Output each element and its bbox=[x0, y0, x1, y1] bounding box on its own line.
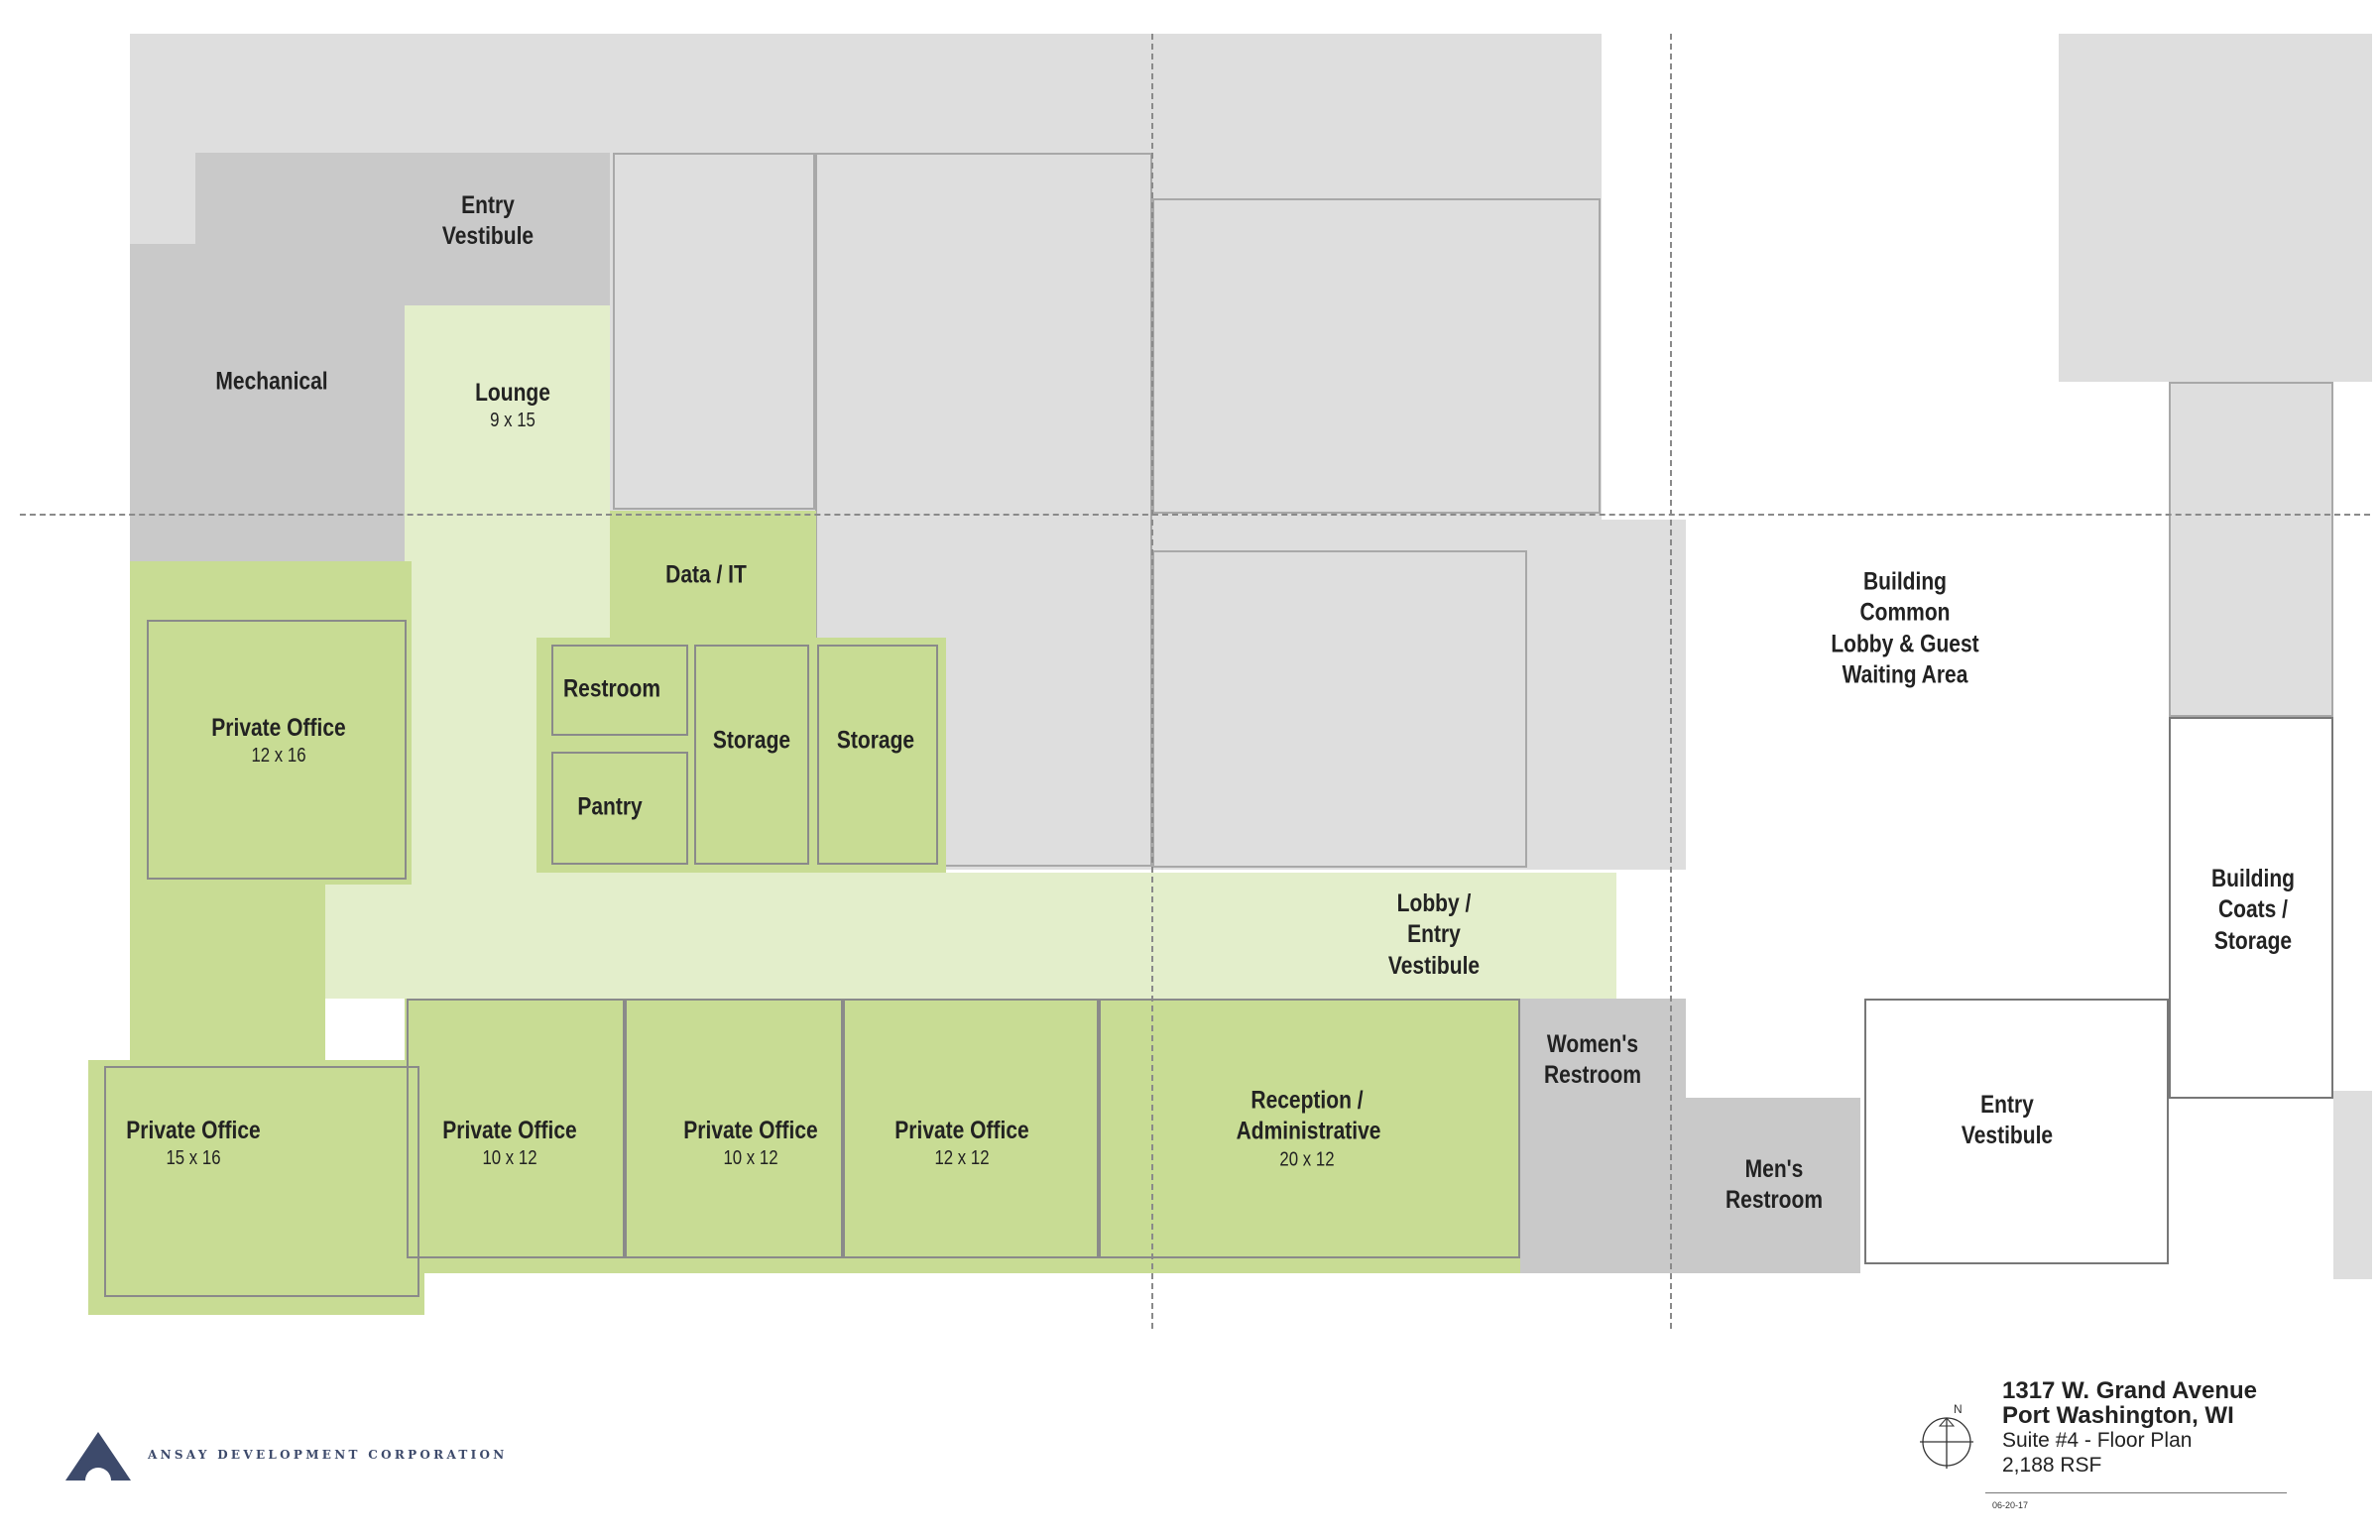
room-label-lounge: Lounge 9 x 15 bbox=[468, 378, 557, 433]
restroom-pantry-storage-area bbox=[536, 638, 946, 873]
existing-building-area-right bbox=[2059, 34, 2372, 382]
room-size: 20 x 12 bbox=[1279, 1147, 1335, 1170]
coats-storage-wall bbox=[2169, 717, 2333, 1099]
room-name: Building Common Lobby & Guest Waiting Ar… bbox=[1831, 567, 1979, 689]
room-name: Entry Vestibule bbox=[441, 190, 535, 250]
room-name: Storage bbox=[712, 726, 791, 755]
room-label-building-common-lobby: Building Common Lobby & Guest Waiting Ar… bbox=[1811, 567, 1999, 691]
address-line-2: Port Washington, WI bbox=[2002, 1402, 2234, 1429]
room-label-mens-restroom: Men's Restroom bbox=[1715, 1154, 1834, 1217]
room-size: 10 x 12 bbox=[723, 1147, 778, 1170]
room-wall bbox=[817, 645, 938, 865]
plan-date: 06-20-17 bbox=[1992, 1500, 2029, 1510]
room-size: 12 x 16 bbox=[251, 745, 306, 768]
plan-name: Suite #4 - Floor Plan bbox=[2002, 1429, 2193, 1452]
room-size: 9 x 15 bbox=[490, 410, 536, 432]
grid-line bbox=[1670, 34, 1672, 1329]
company-name: ANSAY DEVELOPMENT CORPORATION bbox=[148, 1448, 508, 1462]
existing-wall bbox=[1152, 550, 1527, 868]
room-label-pantry: Pantry bbox=[571, 791, 649, 822]
address-line-1: 1317 W. Grand Avenue bbox=[2002, 1377, 2257, 1404]
room-wall bbox=[551, 752, 688, 865]
north-arrow-icon bbox=[1920, 1417, 1973, 1469]
room-name: Entry Vestibule bbox=[1961, 1090, 2054, 1149]
room-label-building-coats-storage: Building Coats / Storage bbox=[2199, 864, 2308, 957]
room-label-private-office: Private Office 10 x 12 bbox=[670, 1116, 830, 1171]
room-name: Building Coats / Storage bbox=[2211, 865, 2295, 955]
room-label-private-office: Private Office 15 x 16 bbox=[113, 1116, 273, 1171]
room-name: Restroom bbox=[562, 674, 661, 703]
room-name: Storage bbox=[836, 726, 915, 755]
building-lobby-wall bbox=[1602, 34, 2058, 520]
room-name: Pantry bbox=[577, 792, 643, 821]
room-wall bbox=[551, 645, 688, 736]
room-wall bbox=[625, 999, 843, 1258]
rentable-area: 2,188 RSF bbox=[2002, 1454, 2102, 1477]
womens-restroom-area bbox=[1520, 999, 1686, 1273]
room-wall bbox=[1099, 999, 1520, 1258]
room-name: Private Office bbox=[126, 1116, 261, 1144]
room-label-storage: Storage bbox=[829, 725, 921, 756]
title-divider bbox=[1985, 1492, 2287, 1493]
room-label-data-it: Data / IT bbox=[657, 559, 754, 590]
room-name: Mechanical bbox=[215, 367, 328, 396]
room-label-womens-restroom: Women's Restroom bbox=[1533, 1029, 1652, 1092]
existing-building-area-right bbox=[2169, 382, 2333, 717]
existing-building-area-right bbox=[2333, 1091, 2372, 1279]
north-label: N bbox=[1954, 1402, 1963, 1416]
mechanical-area bbox=[130, 244, 405, 564]
room-name: Private Office bbox=[894, 1116, 1029, 1144]
existing-wall bbox=[2169, 382, 2333, 717]
room-name: Lounge bbox=[475, 378, 550, 407]
room-label-entry-vestibule: Entry Vestibule bbox=[418, 190, 557, 253]
room-label-private-office: Private Office 10 x 12 bbox=[429, 1116, 589, 1171]
private-office-area bbox=[130, 885, 325, 1060]
data-it-area bbox=[610, 511, 816, 638]
room-wall bbox=[694, 645, 809, 865]
room-name: Data / IT bbox=[665, 560, 747, 589]
room-name: Women's Restroom bbox=[1543, 1029, 1642, 1089]
office-row-area bbox=[405, 999, 1520, 1273]
room-name: Private Office bbox=[442, 1116, 577, 1144]
private-office-area bbox=[130, 561, 412, 885]
room-label-lobby-entry-vestibule: Lobby / Entry Vestibule bbox=[1365, 888, 1503, 982]
room-label-storage: Storage bbox=[705, 725, 797, 756]
room-label-restroom: Restroom bbox=[554, 673, 670, 704]
room-name: Private Office bbox=[683, 1116, 818, 1144]
existing-wall bbox=[613, 153, 815, 510]
existing-wall bbox=[1152, 198, 1601, 514]
ansay-logo-icon bbox=[65, 1432, 131, 1481]
room-wall bbox=[147, 620, 407, 880]
room-label-entry-vestibule: Entry Vestibule bbox=[1948, 1090, 2067, 1152]
room-wall bbox=[104, 1066, 419, 1297]
room-size: 10 x 12 bbox=[482, 1147, 537, 1170]
lobby-corridor-area bbox=[325, 873, 1616, 999]
room-label-mechanical: Mechanical bbox=[205, 366, 339, 397]
grid-line bbox=[1151, 34, 1153, 1329]
grid-line bbox=[20, 514, 2370, 516]
room-name: Men's Restroom bbox=[1725, 1154, 1824, 1214]
room-label-private-office: Private Office 12 x 12 bbox=[882, 1116, 1041, 1171]
room-wall bbox=[1864, 999, 2169, 1264]
private-office-area bbox=[88, 1060, 424, 1315]
room-name: Reception / Administrative bbox=[1236, 1086, 1381, 1145]
room-wall bbox=[843, 999, 1099, 1258]
room-name: Private Office bbox=[211, 713, 346, 742]
room-wall bbox=[407, 999, 625, 1258]
room-size: 12 x 12 bbox=[934, 1147, 990, 1170]
room-size: 15 x 16 bbox=[166, 1147, 221, 1170]
mens-restroom-area bbox=[1686, 1098, 1860, 1273]
room-label-private-office: Private Office 12 x 16 bbox=[198, 713, 358, 769]
room-name: Lobby / Entry Vestibule bbox=[1387, 889, 1481, 980]
